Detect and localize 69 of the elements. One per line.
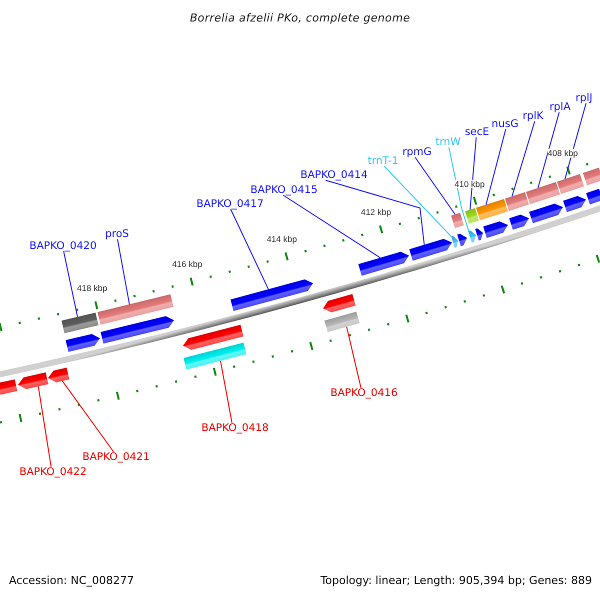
gene-block: [526, 182, 560, 204]
leader-line: [38, 386, 52, 468]
gene-feature: [66, 334, 100, 352]
leader-line: [346, 326, 362, 388]
gene-feature: [323, 294, 356, 312]
footer-text: Accession: NC_008277: [9, 575, 134, 586]
gene-block: [451, 212, 464, 228]
scale-label: 412 kbp: [360, 208, 392, 216]
scale-label: 416 kbp: [172, 260, 202, 268]
gene-label: rplA: [549, 102, 571, 112]
gene-block: [184, 342, 247, 370]
gene-block: [98, 294, 174, 325]
gene-label: BAPKO_0417: [196, 198, 264, 210]
gene-label: BAPKO_0420: [29, 240, 97, 252]
gene-feature: [409, 238, 452, 261]
leader-line: [230, 208, 269, 290]
gene-feature: [509, 214, 529, 230]
gene-feature: [586, 188, 600, 204]
scale-label: 418 kbp: [77, 283, 108, 292]
gene-label: BAPKO_0416: [330, 388, 398, 398]
gene-block: [505, 192, 529, 211]
gene-block: [556, 174, 584, 194]
gene-feature: [529, 204, 563, 224]
gene-label: BAPKO_0414: [300, 170, 368, 180]
leader-line: [470, 136, 477, 210]
leader-line: [537, 112, 560, 188]
gene-block: [582, 168, 600, 186]
gene-label: trnT-1: [368, 156, 398, 166]
leader-line: [282, 194, 381, 258]
leader-line: [63, 250, 78, 318]
gene-feature: [48, 368, 70, 382]
gene-block: [62, 312, 98, 334]
gene-feature: [457, 234, 467, 246]
scale-label: 414 kbp: [266, 234, 297, 244]
footer-text: Topology: linear; Length: 905,394 bp; Genes: 889: [320, 575, 592, 586]
gene-label: BAPKO_0415: [250, 184, 318, 196]
gene-feature: [468, 230, 476, 243]
gene-feature: [451, 236, 458, 248]
leader-line: [62, 380, 114, 452]
gene-feature: [230, 279, 313, 312]
gene-label: BAPKO_0418: [201, 422, 269, 434]
gene-feature: [18, 372, 48, 390]
gene-label: trnW: [435, 136, 461, 148]
gene-feature: [183, 324, 244, 350]
gene-feature: [358, 252, 409, 276]
gene-block: [324, 312, 360, 332]
leader-line: [512, 120, 536, 197]
gene-label: rplJ: [576, 92, 592, 104]
leader-line: [486, 128, 506, 206]
leader-line: [414, 156, 456, 215]
gene-label: BAPKO_0421: [82, 452, 150, 462]
leader-line: [325, 180, 425, 246]
gene-label: BAPKO_0422: [19, 466, 87, 478]
diagram-title: Borrelia afzelii PKo, complete genome: [190, 12, 410, 24]
gene-label: proS: [105, 228, 129, 240]
scale-label: 408 kbp: [548, 149, 578, 158]
scale-label: 410 kbp: [454, 179, 485, 188]
gene-feature: [100, 316, 174, 344]
gene-label: rplK: [522, 110, 544, 122]
leader-line: [448, 146, 470, 232]
gene-label: rpmG: [402, 146, 432, 158]
gene-block: [465, 208, 479, 224]
gene-label: secE: [464, 126, 490, 138]
leader-line: [117, 238, 130, 305]
leader-line: [384, 166, 452, 237]
leader-line: [220, 360, 232, 424]
gene-feature: [563, 196, 586, 212]
leader-line: [564, 102, 587, 180]
gene-label: nusG: [492, 118, 518, 130]
